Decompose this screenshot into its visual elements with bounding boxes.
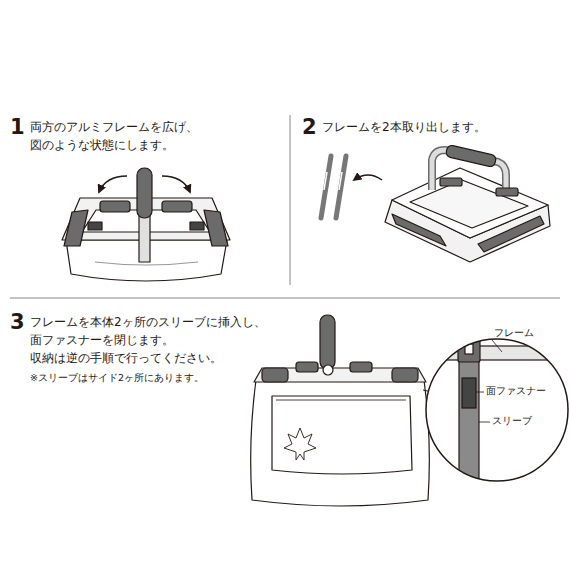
callout-label: 面ファスナー	[486, 384, 566, 398]
callout-label: スリーブ	[492, 414, 562, 428]
frame-removal-figure	[321, 145, 550, 262]
step-text: 両方のアルミフレームを広げ、 図のような状態にします。	[30, 118, 270, 154]
detail-magnifier	[420, 332, 570, 500]
assembled-basket-figure	[251, 315, 432, 506]
callout-label: フレーム	[494, 326, 564, 340]
step-text: フレームを2本取り出します。	[322, 118, 552, 136]
divider	[10, 298, 560, 299]
step-number: 2	[302, 117, 322, 138]
divider	[290, 115, 291, 285]
step-text: フレームを本体2ヶ所のスリーブに挿入し、 面ファスナーを閉じます。 収納は逆の手…	[30, 313, 280, 367]
basket-open-figure	[62, 168, 230, 281]
step-number: 3	[10, 312, 30, 333]
note-text: ※スリーブはサイド2ヶ所にあります。	[30, 371, 260, 385]
step-number: 1	[10, 117, 30, 138]
